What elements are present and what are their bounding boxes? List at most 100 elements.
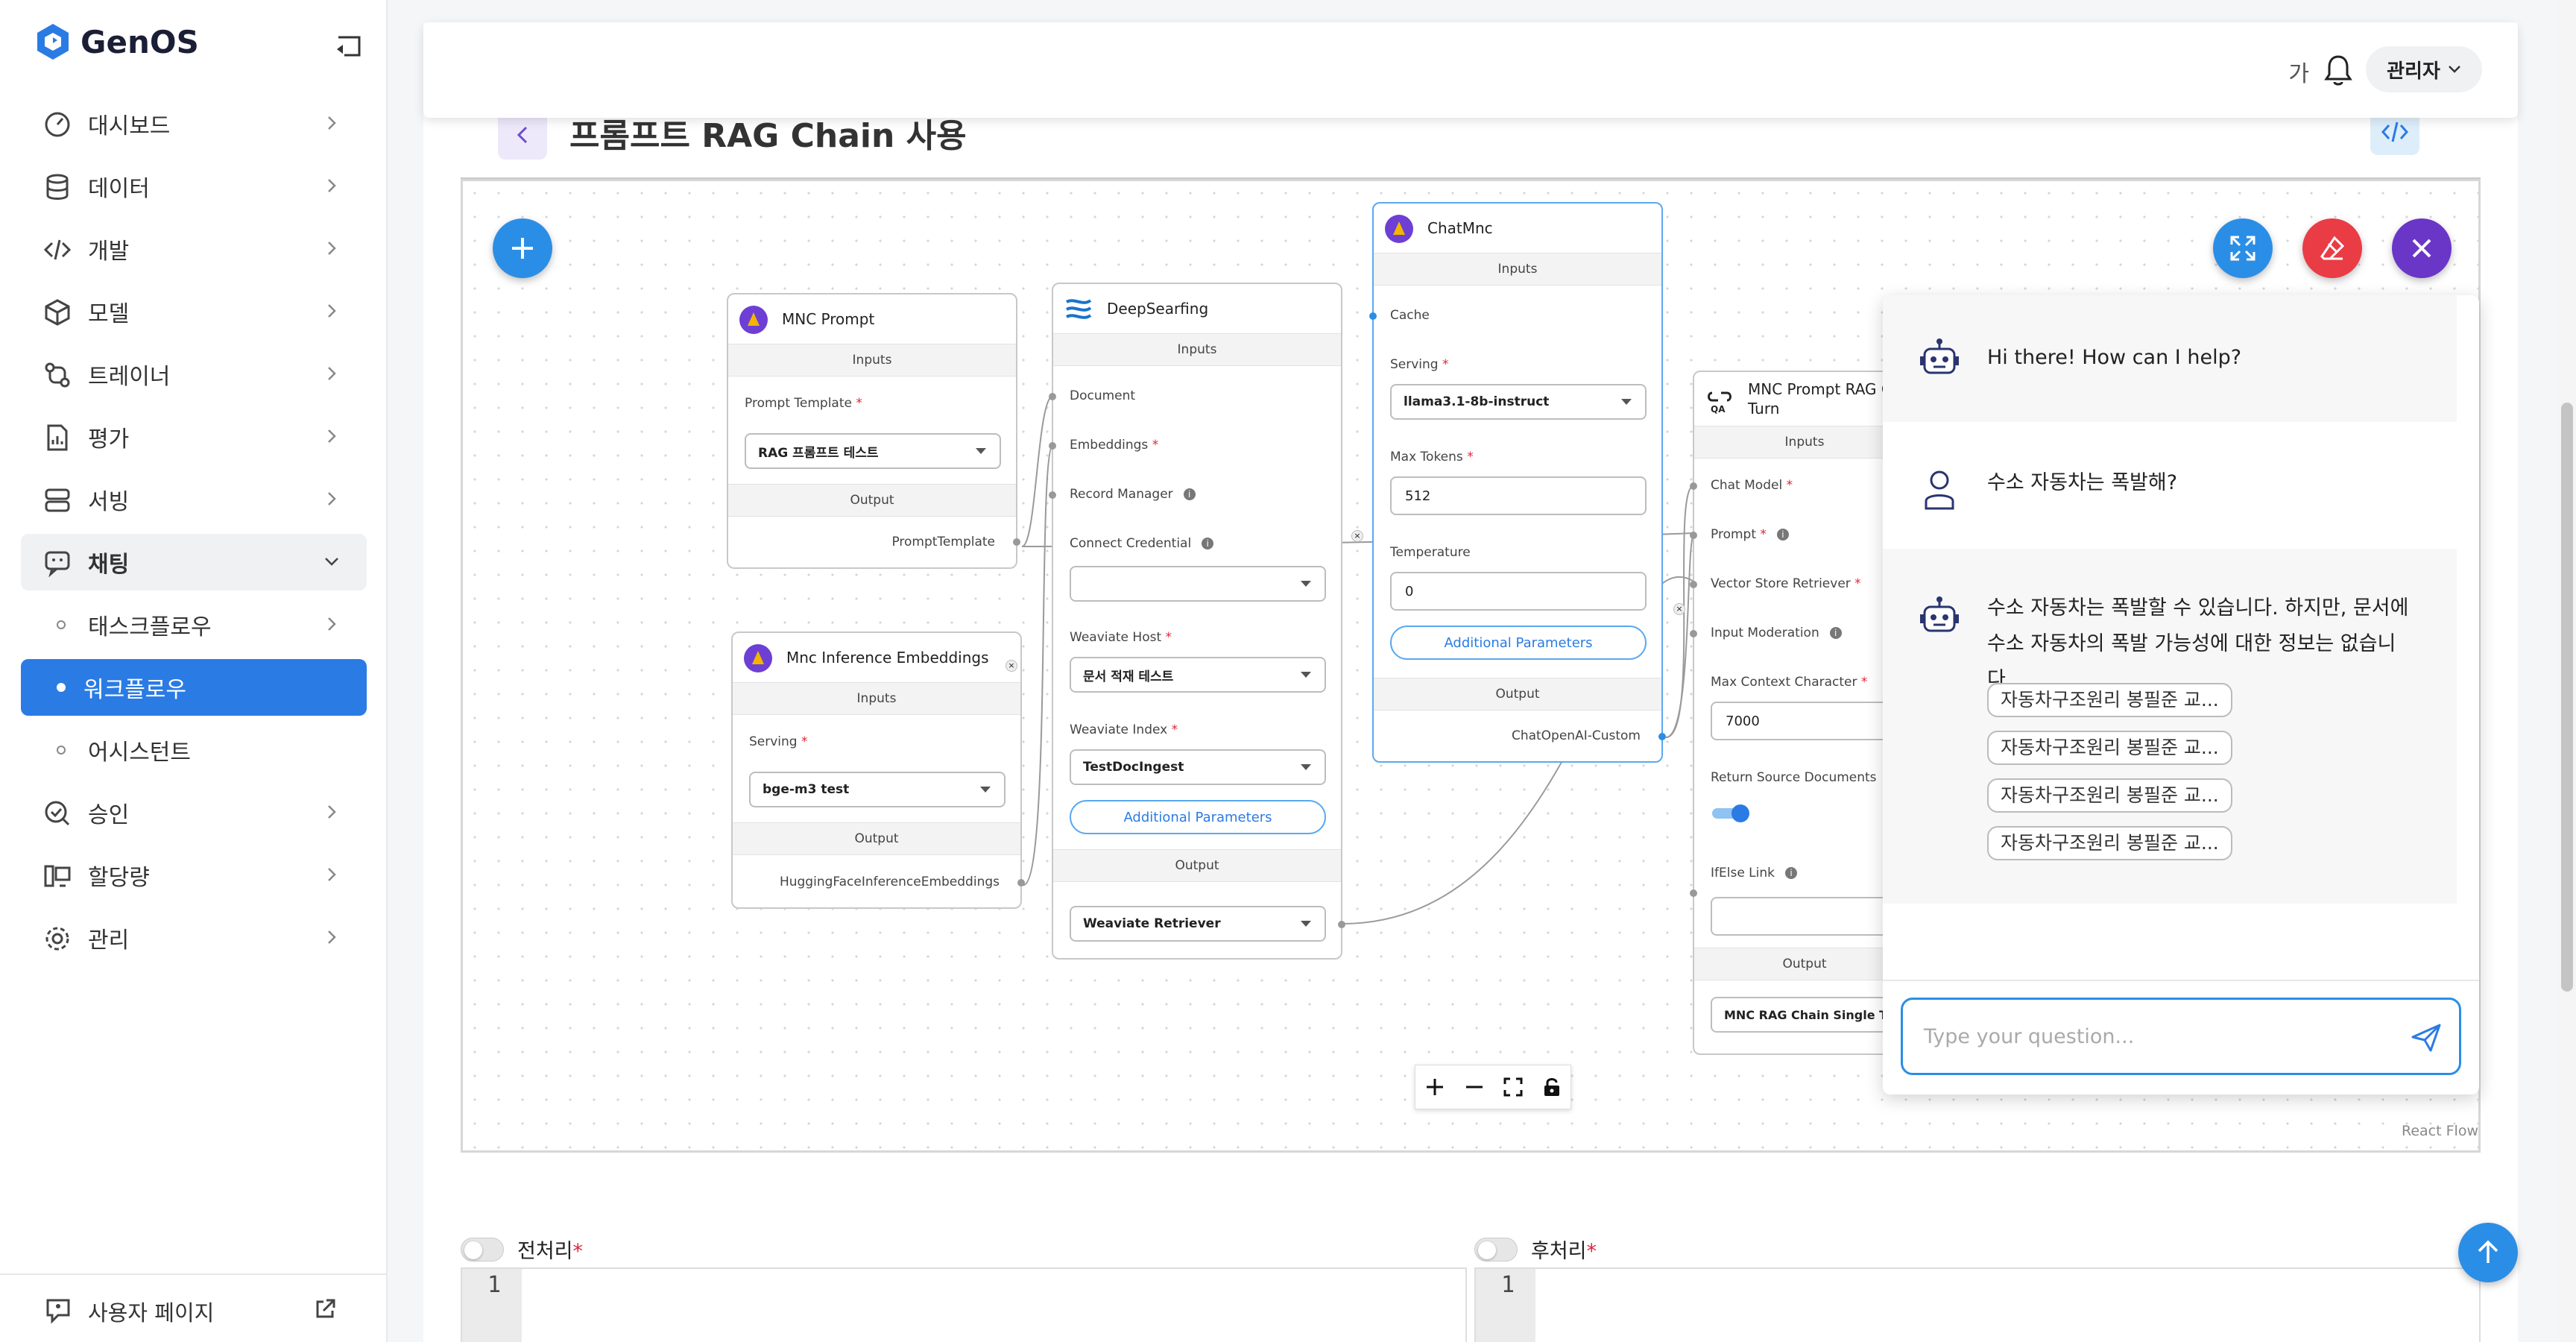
user-menu-button[interactable]: 관리자 <box>2366 46 2482 92</box>
chat-panel: Hi there! How can I help? 수소 자동차는 폭발해? 수… <box>1883 295 2479 1094</box>
sidebar-item-trainer[interactable]: 트레이너 <box>21 346 367 403</box>
ifelse-handle[interactable] <box>1690 889 1697 897</box>
clear-chat-button[interactable] <box>2302 218 2362 278</box>
edge-delete-button[interactable]: × <box>1351 530 1363 542</box>
cache-handle[interactable] <box>1369 312 1377 320</box>
add-node-button[interactable] <box>493 218 552 278</box>
genos-logo[interactable]: GenOS <box>34 22 199 61</box>
output-handle[interactable] <box>1338 921 1345 928</box>
output-handle[interactable] <box>1013 538 1020 546</box>
node-deepsearfing[interactable]: DeepSearfing Inputs Document Embeddings … <box>1049 283 1345 960</box>
source-chip[interactable]: 자동차구조원리 봉필준 교... <box>1987 826 2232 860</box>
sidebar-item-serving[interactable]: 서빙 <box>21 471 367 528</box>
serving-select[interactable]: llama3.1-8b-instruct <box>1390 384 1647 420</box>
scrollbar-thumb[interactable] <box>2561 403 2573 992</box>
max-tokens-input[interactable]: 512 <box>1390 476 1647 515</box>
postprocess-label: 후처리* <box>1531 1240 1597 1263</box>
prompt-template-select[interactable]: RAG 프롬프트 테스트 <box>745 433 1001 469</box>
record-manager-handle[interactable] <box>1049 491 1056 499</box>
prompt-handle[interactable] <box>1690 532 1697 539</box>
source-chip[interactable]: 자동차구조원리 봉필준 교... <box>1987 778 2232 813</box>
back-button[interactable] <box>498 110 547 160</box>
lock-icon[interactable] <box>1542 1077 1562 1097</box>
language-toggle[interactable]: 가 <box>2288 61 2309 87</box>
chevron-right-icon <box>328 367 336 380</box>
react-flow-attribution[interactable]: React Flow <box>2402 1123 2478 1139</box>
postprocess-code-editor[interactable]: 1 <box>1474 1267 2481 1342</box>
input-moderation-handle[interactable] <box>1690 630 1697 637</box>
sidebar-item-assistant[interactable]: 어시스턴트 <box>21 722 367 778</box>
source-chip[interactable]: 자동차구조원리 봉필준 교... <box>1987 683 2232 717</box>
chevron-right-icon <box>328 492 336 505</box>
edge-embeddings-deepsearfing <box>1023 444 1054 886</box>
chevron-right-icon <box>328 304 336 318</box>
sidebar-item-workflow[interactable]: 워크플로우 <box>21 659 367 716</box>
sidebar-item-dashboard[interactable]: 대시보드 <box>21 95 367 152</box>
sidebar-item-label: 서빙 <box>88 489 130 515</box>
return-source-label: Return Source Documents <box>1711 770 1877 785</box>
additional-parameters-button[interactable]: Additional Parameters <box>1390 626 1647 660</box>
mnc-logo-icon <box>739 306 768 334</box>
sidebar-item-chat[interactable]: 채팅 <box>21 534 367 590</box>
edge-delete-button[interactable]: × <box>1006 660 1017 672</box>
expand-chat-button[interactable] <box>2213 218 2273 278</box>
sidebar-collapse-icon[interactable] <box>334 33 364 60</box>
user-page-link[interactable]: 사용자 페이지 <box>0 1273 388 1342</box>
prompt-label: Prompt *i <box>1711 527 1789 542</box>
output-handle[interactable] <box>1017 879 1025 886</box>
sidebar-item-admin[interactable]: 관리 <box>21 910 367 966</box>
edge-delete-button[interactable]: × <box>1673 603 1685 615</box>
send-icon[interactable] <box>2410 1022 2443 1053</box>
line-gutter <box>462 1269 522 1342</box>
additional-parameters-button[interactable]: Additional Parameters <box>1070 800 1326 834</box>
chat-message-text: Hi there! How can I help? <box>1987 346 2242 369</box>
document-label: Document <box>1070 388 1136 403</box>
chat-model-handle[interactable] <box>1690 482 1697 490</box>
sidebar-item-taskflow[interactable]: 태스크플로우 <box>21 596 367 653</box>
sidebar-item-label: 대시보드 <box>88 113 171 139</box>
temperature-input[interactable]: 0 <box>1390 572 1647 611</box>
node-mnc-prompt[interactable]: MNC Prompt Inputs Prompt Template * RAG … <box>727 293 1020 569</box>
sidebar-item-label: 할당량 <box>88 865 150 891</box>
chat-message-bot: Hi there! How can I help? <box>1883 295 2457 422</box>
fit-view-icon[interactable] <box>1503 1077 1524 1097</box>
bell-icon[interactable] <box>2323 54 2354 86</box>
sidebar-item-approval[interactable]: 승인 <box>21 784 367 841</box>
zoom-in-icon[interactable] <box>1424 1077 1445 1097</box>
output-handle[interactable] <box>1658 733 1666 740</box>
return-source-toggle[interactable] <box>1712 804 1751 822</box>
connect-credential-select[interactable] <box>1070 566 1326 602</box>
node-chatmnc[interactable]: ChatMnc Inputs Cache Serving * llama3.1-… <box>1369 202 1666 763</box>
node-header: Mnc Inference Embeddings <box>733 633 1020 682</box>
chevron-right-icon <box>328 179 336 192</box>
weaviate-index-select[interactable]: TestDocIngest <box>1070 749 1326 785</box>
inputs-header: Inputs <box>1374 253 1661 286</box>
chat-question-input[interactable]: Type your question... <box>1901 998 2461 1075</box>
zoom-out-icon[interactable] <box>1464 1077 1485 1097</box>
serving-select[interactable]: bge-m3 test <box>749 772 1006 807</box>
scroll-to-top-button[interactable] <box>2458 1223 2518 1282</box>
source-chip[interactable]: 자동차구조원리 봉필준 교... <box>1987 731 2232 765</box>
embeddings-handle[interactable] <box>1049 442 1056 450</box>
postprocess-toggle[interactable] <box>1474 1238 1518 1261</box>
weaviate-host-select[interactable]: 문서 적재 테스트 <box>1070 657 1326 693</box>
preprocess-toggle[interactable] <box>461 1238 504 1261</box>
document-handle[interactable] <box>1049 393 1056 400</box>
preprocess-code-editor[interactable]: 1 <box>461 1267 1467 1342</box>
sidebar-item-model[interactable]: 모델 <box>21 283 367 340</box>
caret-down-icon <box>1301 581 1311 587</box>
sidebar-item-eval[interactable]: 평가 <box>21 409 367 465</box>
sidebar-item-dev[interactable]: 개발 <box>21 221 367 277</box>
svg-text:QA: QA <box>1711 404 1726 414</box>
node-mnc-inference-embeddings[interactable]: Mnc Inference Embeddings Inputs Serving … <box>731 631 1025 909</box>
output-select[interactable]: Weaviate Retriever <box>1070 906 1326 942</box>
sidebar-item-data[interactable]: 데이터 <box>21 158 367 215</box>
vector-store-handle[interactable] <box>1690 581 1697 588</box>
report-chart-icon <box>47 424 68 451</box>
close-chat-button[interactable] <box>2392 218 2452 278</box>
sidebar-item-quota[interactable]: 할당량 <box>21 847 367 904</box>
output-value: HuggingFaceInferenceEmbeddings <box>779 875 1000 889</box>
